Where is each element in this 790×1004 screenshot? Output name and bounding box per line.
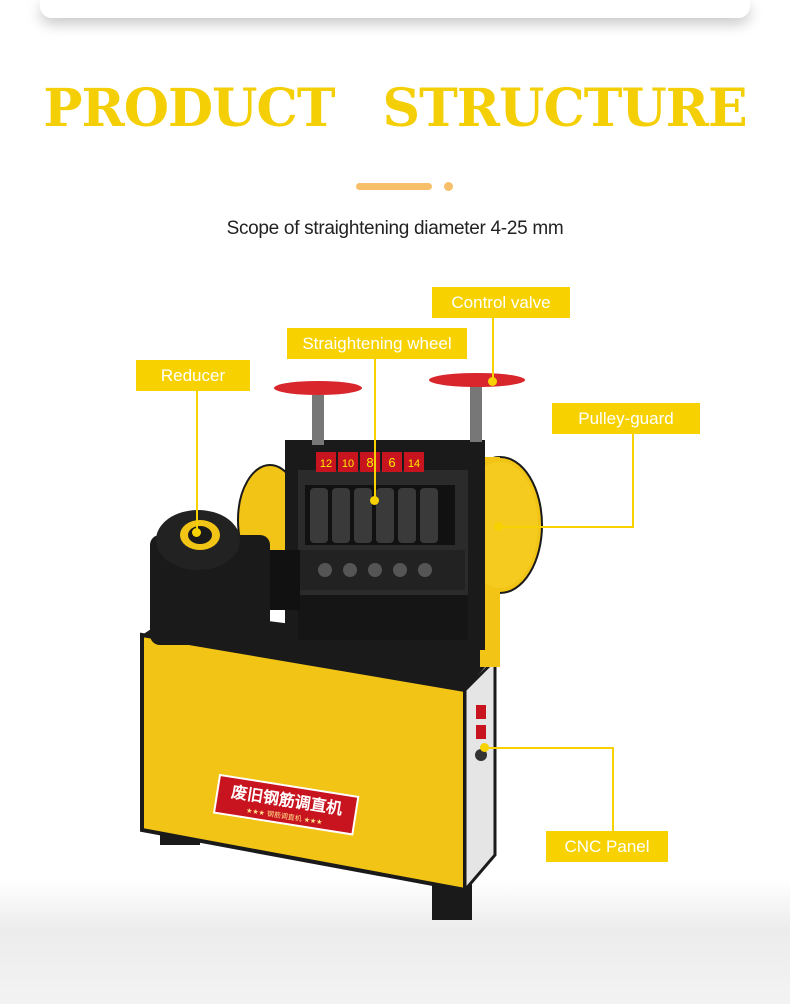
cnc-knob [475, 749, 487, 761]
page-title: PRODUCT STRUCTURE [0, 78, 790, 139]
leader-cnc-panel-h [484, 747, 614, 749]
marker-pulley-guard [494, 522, 503, 531]
gauge-tags: 12 10 8 6 14 [316, 452, 424, 472]
lower-rollers [298, 595, 468, 640]
title-word-product: PRODUCT [43, 78, 335, 139]
marker-reducer [192, 528, 201, 537]
gauge-number: 10 [342, 458, 354, 470]
marker-control-valve [488, 377, 497, 386]
leader-reducer [196, 391, 198, 531]
cnc-switch-1 [476, 705, 486, 719]
label-control-valve: Control valve [432, 287, 570, 318]
valve-post-right [470, 382, 482, 442]
control-handle-right [429, 373, 525, 387]
gauge-number: 8 [366, 455, 373, 470]
label-reducer: Reducer [136, 360, 250, 391]
label-cnc-panel: CNC Panel [546, 831, 668, 862]
floor-shadow [0, 880, 790, 1004]
marker-straightening-wheel [370, 496, 379, 505]
leader-cnc-panel-v [612, 748, 614, 832]
label-pulley-guard: Pulley-guard [552, 403, 700, 434]
cabinet-side [463, 656, 497, 895]
gauge-number: 6 [388, 455, 395, 470]
leader-straightening-wheel [374, 359, 376, 499]
gauge-number: 12 [320, 458, 332, 470]
marker-cnc-panel [480, 743, 489, 752]
label-straightening-wheel: Straightening wheel [287, 328, 467, 359]
gauge-number: 14 [408, 458, 420, 470]
title-word-structure: STRUCTURE [382, 78, 748, 139]
reducer-gearbox [150, 510, 300, 645]
decor-dash [356, 183, 432, 190]
machine-illustration: 废旧钢筋调直机 ★★★ 钢筋调直机 ★★★ 12 10 8 6 14 [140, 373, 543, 920]
valve-post-left [312, 395, 324, 445]
leader-pulley-guard-h [498, 526, 634, 528]
leader-control-valve [492, 318, 494, 380]
cnc-switch-2 [476, 725, 486, 739]
page-subtitle: Scope of straightening diameter 4-25 mm [226, 218, 564, 239]
control-handle-left [274, 381, 362, 395]
leader-pulley-guard-v [632, 434, 634, 528]
straightening-wheels [305, 485, 455, 545]
decor-dot [444, 182, 453, 191]
top-card-edge [40, 0, 750, 18]
